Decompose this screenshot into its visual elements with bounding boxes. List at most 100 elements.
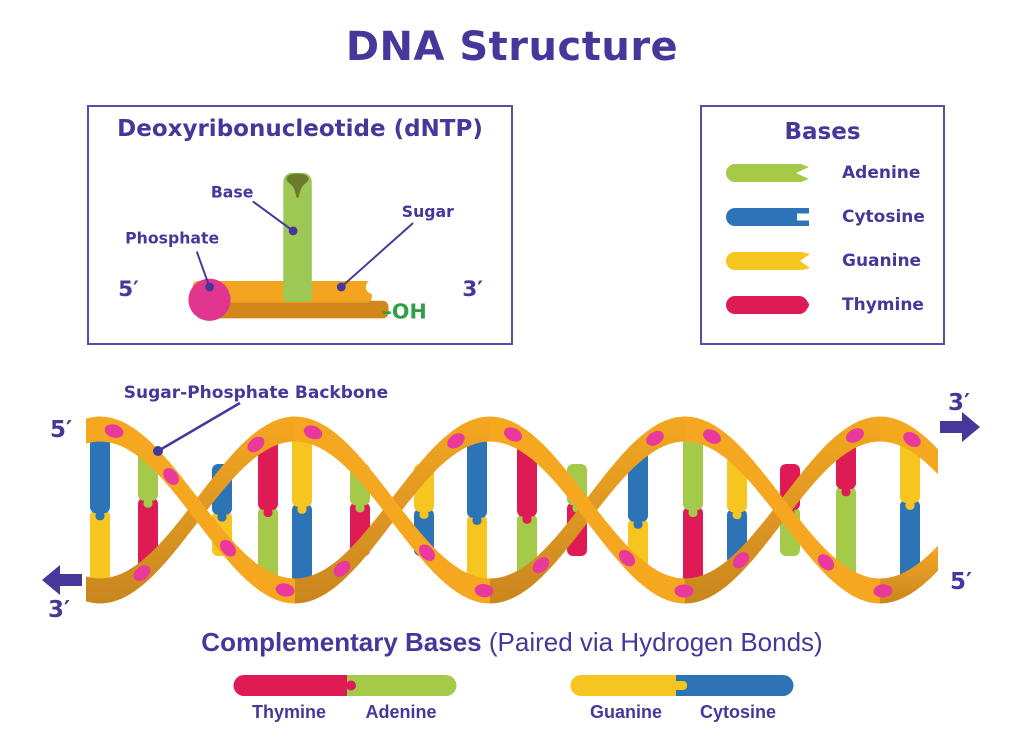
dntp-panel: Deoxyribonucleotide (dNTP) Base Sugar Ph… <box>87 105 513 345</box>
backbone-phosphate-dot <box>474 584 494 598</box>
guanine-pill-shape <box>726 252 810 270</box>
dntp-five-prime-label: 5′ <box>118 277 139 302</box>
base-rung-connector <box>143 498 153 508</box>
thymine-pill-nub <box>800 300 809 310</box>
base-leader-line <box>252 200 294 232</box>
backbone-phosphate-dot <box>247 436 265 453</box>
backbone-phosphate-dot <box>646 430 664 446</box>
helix-back-ribbon-segment <box>880 545 938 604</box>
base-rung-connector <box>419 509 429 519</box>
backbone-phosphate-dot <box>303 425 323 440</box>
legend-row-thymine: Thymine <box>702 283 943 327</box>
complementary-heading-rest: (Paired via Hydrogen Bonds) <box>481 627 823 657</box>
left-arrow-icon <box>42 565 82 595</box>
base-rung-connector <box>95 511 105 521</box>
guanine-cytosine-pair-icon <box>570 675 794 696</box>
thymine-pill-icon <box>726 296 809 314</box>
base-rung-bottom <box>467 514 487 590</box>
pair-label-guanine: Guanine <box>589 702 662 722</box>
helix-strands-and-rungs <box>86 416 938 604</box>
bases-legend-rows: Adenine Cytosine Guanine Thymine <box>702 151 943 327</box>
complementary-heading-bold: Complementary Bases <box>201 627 482 657</box>
sugar-leader-line <box>340 222 414 288</box>
helix-front-ribbon-segment <box>685 416 880 604</box>
legend-row-adenine: Adenine <box>702 151 943 195</box>
dntp-illustration: Base Sugar Phosphate 5′ 3′ –OH <box>118 172 483 323</box>
backbone-phosphate-dot <box>903 432 921 448</box>
pair-label-cytosine: Cytosine <box>699 702 777 722</box>
backbone-phosphate-dot <box>618 549 636 567</box>
backbone-phosphate-dot <box>447 433 465 449</box>
legend-label-cytosine: Cytosine <box>842 207 925 227</box>
pair-right-pill <box>676 675 794 696</box>
base-rung-bottom <box>258 507 278 584</box>
backbone-phosphate-dot <box>846 428 864 443</box>
pair-thymine-adenine: Thymine Adenine <box>233 674 457 723</box>
sugar-label: Sugar <box>402 202 454 221</box>
backbone-phosphate-dot <box>133 565 151 582</box>
base-rung-bottom <box>90 510 110 591</box>
legend-label-guanine: Guanine <box>842 251 922 271</box>
helix-right-bottom-label: 5′ <box>950 569 972 595</box>
sugar-leader-dot <box>336 282 346 292</box>
backbone-phosphate-dot <box>703 429 721 444</box>
base-rung-top <box>90 429 110 514</box>
helix-left-top-label: 5′ <box>50 417 72 443</box>
pair-label-adenine: Adenine <box>365 702 437 722</box>
phosphate-circle <box>188 278 231 321</box>
legend-label-thymine: Thymine <box>842 295 924 315</box>
oh-group-label: –OH <box>382 299 427 323</box>
base-rung-connector <box>355 503 365 513</box>
base-rung-top <box>258 436 278 510</box>
backbone-phosphate-dot <box>104 424 124 438</box>
pair-1-labels: Guanine Cytosine <box>570 702 794 723</box>
sugar-slab-front <box>200 300 389 319</box>
base-rung-connector <box>688 508 698 517</box>
backbone-phosphate-dot <box>220 539 236 557</box>
thymine-adenine-pair-icon <box>233 675 457 696</box>
base-rung-connector <box>472 515 482 525</box>
helix-front-ribbon-segment <box>295 416 490 604</box>
dntp-three-prime-label: 3′ <box>462 277 483 302</box>
base-rung-connector <box>522 514 532 524</box>
base-cylinder <box>283 172 312 302</box>
backbone-phosphate-dot <box>674 584 694 598</box>
backbone-phosphate-dot <box>817 554 835 571</box>
backbone-phosphate-dot <box>418 544 435 562</box>
bases-legend-panel: Bases Adenine Cytosine Guanine Thymine <box>700 105 945 345</box>
base-rung-connector <box>297 504 307 514</box>
page-title: DNA Structure <box>345 24 679 70</box>
backbone-phosphate-dot <box>873 584 893 598</box>
base-rung-connector <box>633 519 643 529</box>
base-leader-dot <box>288 226 298 236</box>
base-rung-connector <box>841 487 851 497</box>
base-rung-top <box>683 429 703 510</box>
backbone-phosphate-dot <box>163 468 179 485</box>
pair-interlock-tab <box>673 681 687 690</box>
helix-front-ribbon-segment <box>880 416 938 475</box>
bases-panel-title: Bases <box>784 119 861 145</box>
base-rung-connector <box>905 500 915 510</box>
base-rung-top <box>292 429 312 507</box>
base-rung-top <box>628 451 648 522</box>
legend-row-cytosine: Cytosine <box>702 195 943 239</box>
pair-right-pill <box>345 675 457 696</box>
base-rung-top <box>517 442 537 517</box>
base-rung-connector <box>732 510 742 520</box>
legend-label-adenine: Adenine <box>842 163 921 183</box>
pair-left-pill <box>233 675 347 696</box>
legend-row-guanine: Guanine <box>702 239 943 283</box>
phosphate-leader-line <box>195 251 211 288</box>
helix-front-ribbon-segment <box>490 416 685 604</box>
backbone-phosphate-dot <box>333 560 351 577</box>
helix-front-ribbon-segment <box>86 416 295 604</box>
base-rung-bottom <box>292 503 312 591</box>
pair-interlock-nub <box>346 680 356 691</box>
right-arrow-icon <box>940 412 980 442</box>
backbone-phosphate-dot <box>732 552 750 569</box>
base-rung-top <box>900 438 920 503</box>
backbone-phosphate-dot <box>275 583 295 597</box>
phosphate-leader-dot <box>205 282 214 292</box>
guanine-pill-icon <box>726 252 810 270</box>
